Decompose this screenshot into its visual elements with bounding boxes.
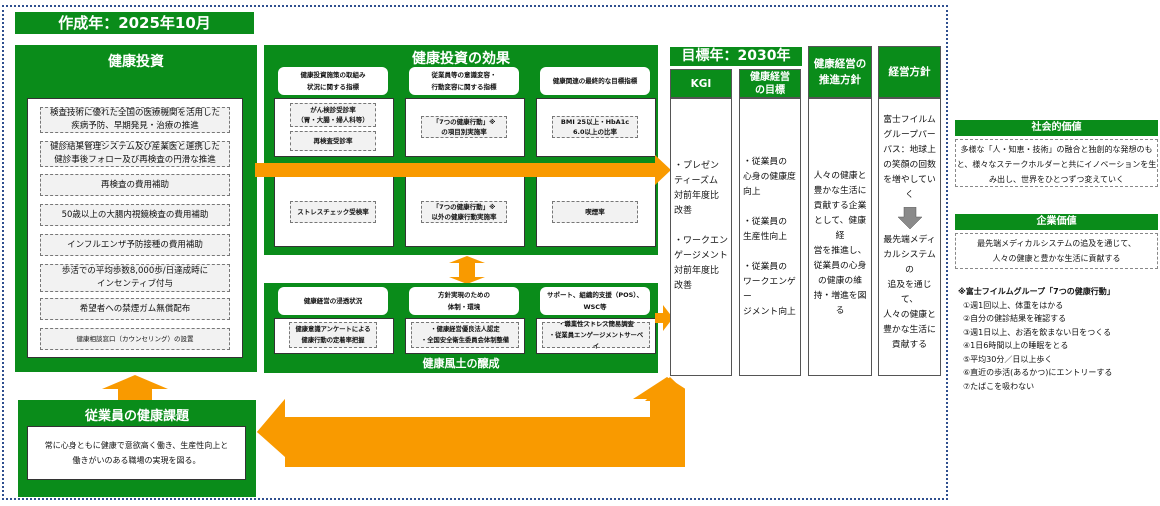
investment-item: 50歳以上の大腸内視鏡検査の費用補助 xyxy=(40,204,230,226)
seven-action-item: ④1日6時間以上の睡眠をとる xyxy=(963,341,1069,350)
effects-column-header: 健康関連の最終的な目標指標 xyxy=(540,67,650,95)
culture-column-body: ・健康経営優良法人認定 ・全国安全衛生委員会体制整備 xyxy=(405,318,525,354)
effects-column-header: 健康投資施策の取組み 状況に関する指標 xyxy=(278,67,388,95)
investment-item: インフルエンザ予防接種の費用補助 xyxy=(40,234,230,256)
effects-column-bottom: 「7つの健康行動」※ 以外の健康行動実施率 xyxy=(405,176,525,247)
management-header: 経営方針 xyxy=(878,46,941,98)
management-body: 富士フイルム グループパー パス：地球上 の笑顔の回数 を増やしていく 最先端メ… xyxy=(878,98,941,376)
health-issue-body: 常に心身ともに健康で意欲高く働き、生産性向上と 働きがいのある職場の実現を図る。 xyxy=(27,426,246,480)
investment-effects-title: 健康投資の効果 xyxy=(412,51,510,67)
seven-action-item: ①週1回以上、体重をはかる xyxy=(963,300,1064,310)
double-arrow-icon xyxy=(449,256,485,284)
policy-body: 人々の健康と 豊かな生活に 貢献する企業 として、健康経 営を推進し、 従業員の… xyxy=(808,98,872,376)
management-purpose: 富士フイルム グループパー パス：地球上 の笑顔の回数 を増やしていく xyxy=(883,115,936,200)
health-issue-title: 従業員の健康課題 xyxy=(84,409,189,424)
target-year-banner: 目標年：2030年 xyxy=(670,47,802,66)
culture-column-body: 健康意識アンケートによる 健康行動の定着率把握 xyxy=(274,318,394,354)
corporate-value-body: 最先端メディカルシステムの追及を通じて、 人々の健康と豊かな生活に貢献する xyxy=(955,233,1158,269)
down-arrow-icon xyxy=(897,207,922,229)
culture-item: ・職業性ストレス簡易調査 ・従業員エンゲージメントサーベイ xyxy=(542,321,650,350)
health-goal-body: ・従業員の 心身の健康度 向上 ・従業員の 生産性向上 ・従業員の ワークエンゲ… xyxy=(739,98,801,376)
management-mission: 最先端メディ カルシステムの 追及を通じて、 人々の健康と 豊かな生活に 貢献す… xyxy=(883,235,936,350)
effects-column-header: 従業員等の意識変容・ 行動変容に関する指標 xyxy=(409,67,519,95)
effects-indicator: ストレスチェック受検率 xyxy=(290,201,376,223)
effects-indicator: 「7つの健康行動」※ の項目別実施率 xyxy=(421,116,507,138)
culture-column-header: 健康経営の浸透状況 xyxy=(278,287,388,315)
health-investment-title: 健康投資 xyxy=(108,54,164,70)
investment-item: 健診結果管理システム及び産業医と連携した 健診事後フォロー及び再検査の円滑な推進 xyxy=(40,141,230,167)
culture-column-header: サポート、組織的支援（POS）、 WSC等 xyxy=(540,287,650,315)
investment-list: 検査技術に優れた全国の医療機関を活用した 疾病予防、早期発見・治療の推進健診結果… xyxy=(27,98,243,358)
diagram-frame xyxy=(2,5,948,500)
arrow-up-to-investment xyxy=(102,375,168,403)
culture-column-body: ・職業性ストレス簡易調査 ・従業員エンゲージメントサーベイ xyxy=(536,318,656,354)
kgi-header: KGI xyxy=(670,69,732,98)
health-culture-title: 健康風土の醸成 xyxy=(422,357,500,370)
health-investment-panel: 健康投資 検査技術に優れた全国の医療機関を活用した 疾病予防、早期発見・治療の推… xyxy=(15,45,257,372)
seven-actions: ※富士フイルムグループ「7つの健康行動」 ①週1回以上、体重をはかる ②自分の健診… xyxy=(958,285,1158,393)
culture-column-header: 方針実現のための 体制・環境 xyxy=(409,287,519,315)
investment-item: 歩活での平均歩数8,000歩/日達成時に インセンティブ付与 xyxy=(40,264,230,292)
effects-column-top: がん検診受診率 （胃・大腸・婦人科等） 再検査受診率 xyxy=(274,98,394,157)
loop-arrow-to-kgi xyxy=(257,377,685,467)
seven-action-item: ⑤平均30分／日以上歩く xyxy=(963,354,1053,364)
culture-item: 健康意識アンケートによる 健康行動の定着率把握 xyxy=(289,322,377,348)
seven-action-item: ⑥直近の歩活(あるかつ)にエントリーする xyxy=(963,368,1113,377)
effects-indicator: 再検査受診率 xyxy=(290,131,376,151)
health-goal-header: 健康経営 の目標 xyxy=(739,69,801,98)
investment-item: 再検査の費用補助 xyxy=(40,174,230,196)
social-value-title: 社会的価値 xyxy=(955,120,1158,136)
effects-column-top: BMI 25以上・HbA1c 6.0以上の比率 xyxy=(536,98,656,157)
policy-header: 健康経営の 推進方針 xyxy=(808,46,872,98)
seven-action-item: ③週1日以上、お酒を飲まない日をつくる xyxy=(963,327,1112,337)
corporate-value-title: 企業価値 xyxy=(955,214,1158,230)
seven-actions-title: ※富士フイルムグループ「7つの健康行動」 xyxy=(958,287,1115,296)
investment-item: 健康相談窓口（カウンセリング）の設置 xyxy=(40,328,230,350)
investment-item: 希望者への禁煙ガム無償配布 xyxy=(40,298,230,320)
investment-effects-panel: 健康投資の効果 健康投資施策の取組み 状況に関する指標がん検診受診率 （胃・大腸… xyxy=(264,45,658,255)
kgi-body: ・プレゼン ティーズム 対前年度比 改善 ・ワークエン ゲージメント 対前年度比… xyxy=(670,98,732,376)
effects-indicator: がん検診受診率 （胃・大腸・婦人科等） xyxy=(290,103,376,127)
created-date-banner: 作成年：2025年10月 xyxy=(15,12,254,34)
social-value-body: 多様な「人・知恵・技術」の融合と独創的な発想のも と、様々なステークホルダーと共… xyxy=(955,139,1158,187)
health-issue-panel: 従業員の健康課題 常に心身ともに健康で意欲高く働き、生産性向上と 働きがいのある… xyxy=(18,400,256,497)
seven-action-item: ⑦たばこを吸わない xyxy=(963,381,1035,391)
effects-column-bottom: 喫煙率 xyxy=(536,176,656,247)
effects-indicator: 喫煙率 xyxy=(552,201,638,223)
effects-indicator: 「7つの健康行動」※ 以外の健康行動実施率 xyxy=(421,201,507,223)
arrow-to-kgi-bottom xyxy=(655,305,673,331)
effects-column-top: 「7つの健康行動」※ の項目別実施率 xyxy=(405,98,525,157)
investment-item: 検査技術に優れた全国の医療機関を活用した 疾病予防、早期発見・治療の推進 xyxy=(40,107,230,133)
seven-action-item: ②自分の健診結果を確認する xyxy=(963,314,1067,323)
effects-indicator: BMI 25以上・HbA1c 6.0以上の比率 xyxy=(552,116,638,138)
effects-column-bottom: ストレスチェック受検率 xyxy=(274,176,394,247)
health-culture-panel: 健康経営の浸透状況健康意識アンケートによる 健康行動の定着率把握 方針実現のための… xyxy=(264,283,658,373)
arrow-to-kgi-top xyxy=(255,155,671,185)
culture-item: ・健康経営優良法人認定 ・全国安全衛生委員会体制整備 xyxy=(411,322,519,348)
